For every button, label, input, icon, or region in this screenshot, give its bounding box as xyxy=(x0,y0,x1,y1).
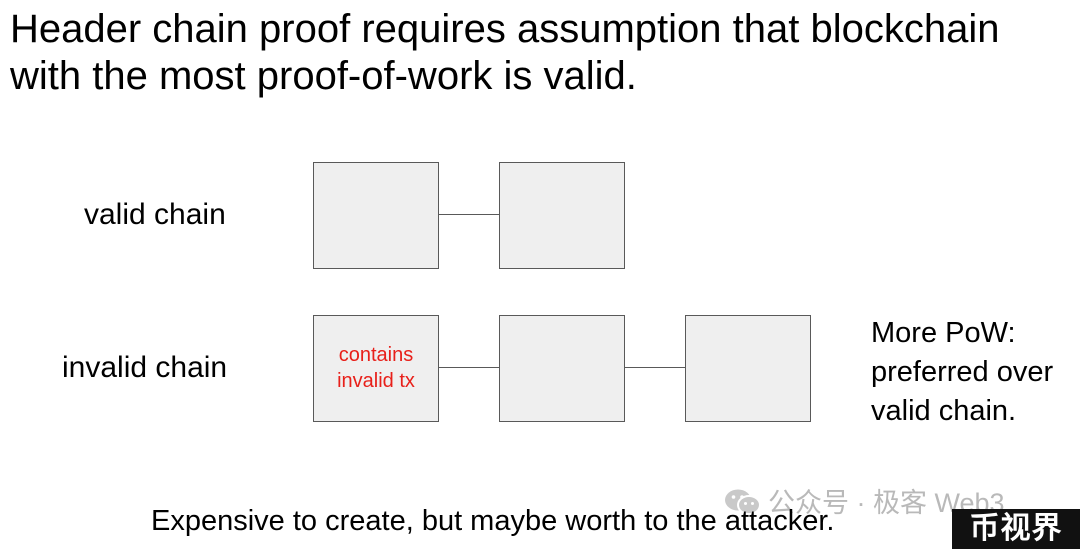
caption: Expensive to create, but maybe worth to … xyxy=(151,505,835,537)
invalid-chain-label: invalid chain xyxy=(62,351,228,384)
slide-title: Header chain proof requires assumption t… xyxy=(10,7,1000,98)
stamp-badge: 币视界 xyxy=(952,509,1080,549)
valid-chain-block-2 xyxy=(499,162,625,269)
valid-chain-link xyxy=(439,214,500,215)
invalid-chain-block-1: contains invalid tx xyxy=(313,315,439,422)
wechat-icon xyxy=(724,488,762,516)
invalid-chain-block-3 xyxy=(685,315,811,422)
invalid-tx-text: contains invalid tx xyxy=(337,344,415,392)
valid-chain-block-1 xyxy=(313,162,439,269)
valid-chain-label: valid chain xyxy=(84,198,226,231)
invalid-chain-link-2 xyxy=(625,367,686,368)
invalid-chain-link-1 xyxy=(439,367,500,368)
pow-note: More PoW: preferred over valid chain. xyxy=(871,317,1054,427)
invalid-chain-block-2 xyxy=(499,315,625,422)
